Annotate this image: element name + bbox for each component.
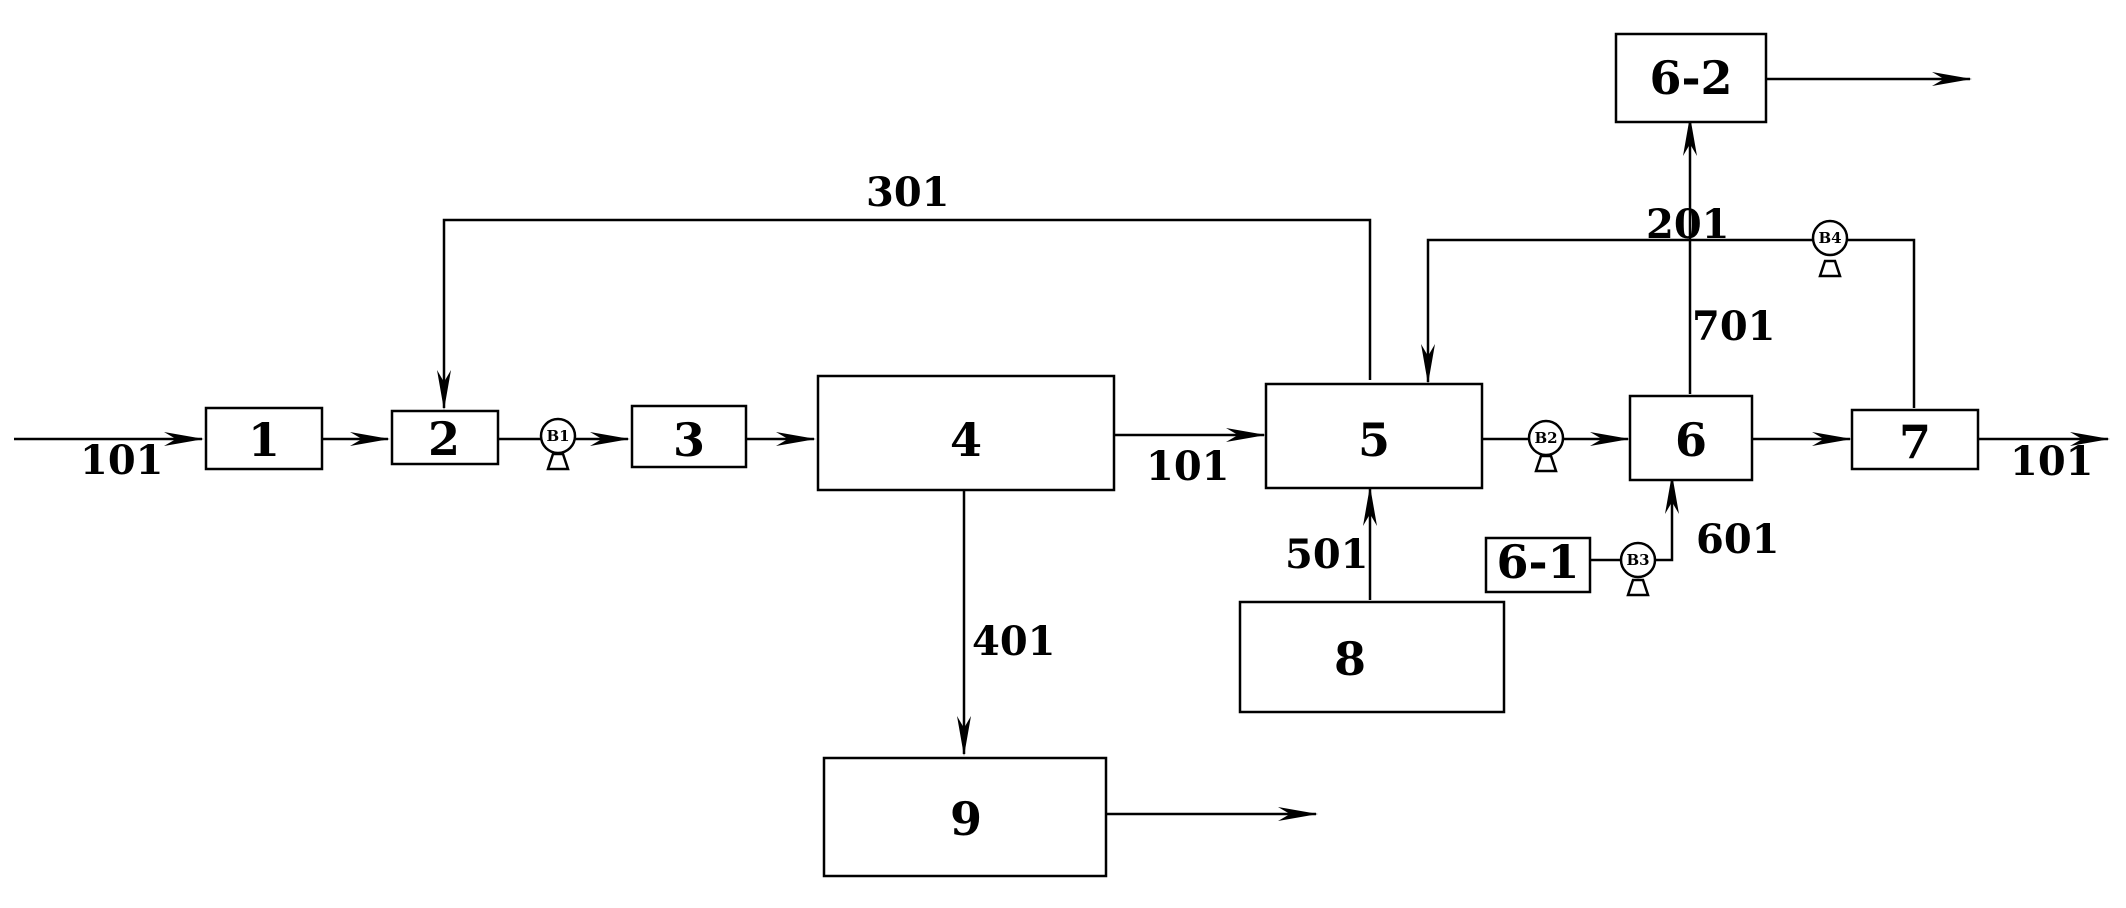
unit-7-label: 7 [1899,415,1931,469]
pump-b3-base-icon [1626,578,1650,597]
recycle-301-line [437,218,1372,410]
stream-601-label: 601 [1696,516,1780,563]
unit-5-label: 5 [1358,413,1390,467]
unit-5-box [1264,382,1484,490]
stream-101-mid-label: 101 [1146,443,1230,490]
pump-b2: B2 [1527,419,1565,473]
unit-1-box [204,406,324,471]
unit-6-2-box [1614,32,1768,124]
unit-7-box [1850,408,1980,471]
pump-b1-icon [539,417,577,455]
unit-9-box [822,756,1108,878]
pump-b3-label: B3 [1626,551,1649,569]
recycle-201-line-b [1421,238,1812,384]
pump-b1-label: B1 [546,427,569,445]
recycle-201-line-a [1848,238,1916,408]
unit-6-2-label: 6-2 [1649,51,1732,105]
pump-b2-label: B2 [1534,429,1557,447]
stream-101-inlet-label: 101 [80,437,164,484]
unit-2-box [390,409,500,466]
unit-6-1-box [1484,536,1592,594]
pump-b4: B4 [1811,219,1849,278]
pump-b3-icon [1619,541,1657,579]
unit-6-box [1628,394,1754,482]
unit-6-1-label: 6-1 [1496,535,1579,589]
unit-4-box [816,374,1116,492]
stream-201-label: 201 [1646,201,1730,248]
unit-3-label: 3 [673,413,705,467]
stream-labels: 101 101 101 301 201 701 401 501 601 [80,169,2094,665]
pump-b4-label: B4 [1818,229,1841,247]
pump-b4-base-icon [1818,259,1842,278]
stream-501-label: 501 [1285,531,1369,578]
units: 1 2 3 4 5 6 7 6-2 6-1 8 9 [204,32,1980,878]
unit-6-label: 6 [1675,413,1707,467]
unit-8-box [1238,600,1506,714]
unit-9-label: 9 [950,792,982,846]
stream-701-label: 701 [1692,303,1776,350]
pump-b2-icon [1527,419,1565,457]
connections [14,72,2110,821]
unit-1-label: 1 [248,413,280,467]
pump-b3: B3 [1619,541,1657,597]
unit-4-label: 4 [950,413,982,467]
unit-2-label: 2 [428,412,460,466]
pump-b4-icon [1811,219,1849,257]
pump-b2-base-icon [1534,454,1558,473]
stream-401-label: 401 [972,618,1056,665]
unit-8-label: 8 [1334,632,1366,686]
stream-301-label: 301 [866,169,950,216]
stream-101-outlet-label: 101 [2010,438,2094,485]
pumps: B1 B2 B3 B4 [539,219,1849,597]
pump-b1: B1 [539,417,577,471]
pump-b1-base-icon [546,452,570,471]
unit-3-box [630,404,748,469]
line-pump-b3-to-6 [1654,474,1679,562]
